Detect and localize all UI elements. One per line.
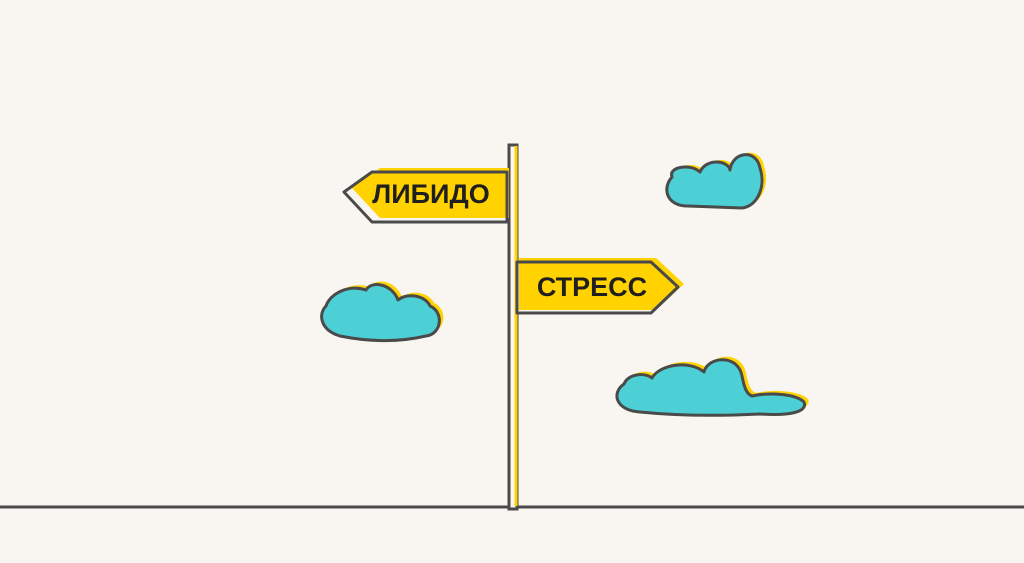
cloud-icon bbox=[320, 281, 444, 342]
cloud-icon bbox=[615, 356, 809, 417]
signpost-icon bbox=[507, 143, 519, 511]
sign-right-label: СТРЕСС bbox=[537, 272, 647, 302]
sign-left: ЛИБИДО bbox=[342, 168, 509, 224]
cloud-icon bbox=[665, 152, 766, 210]
sign-left-label: ЛИБИДО bbox=[372, 179, 489, 209]
sign-right: СТРЕСС bbox=[515, 258, 684, 315]
